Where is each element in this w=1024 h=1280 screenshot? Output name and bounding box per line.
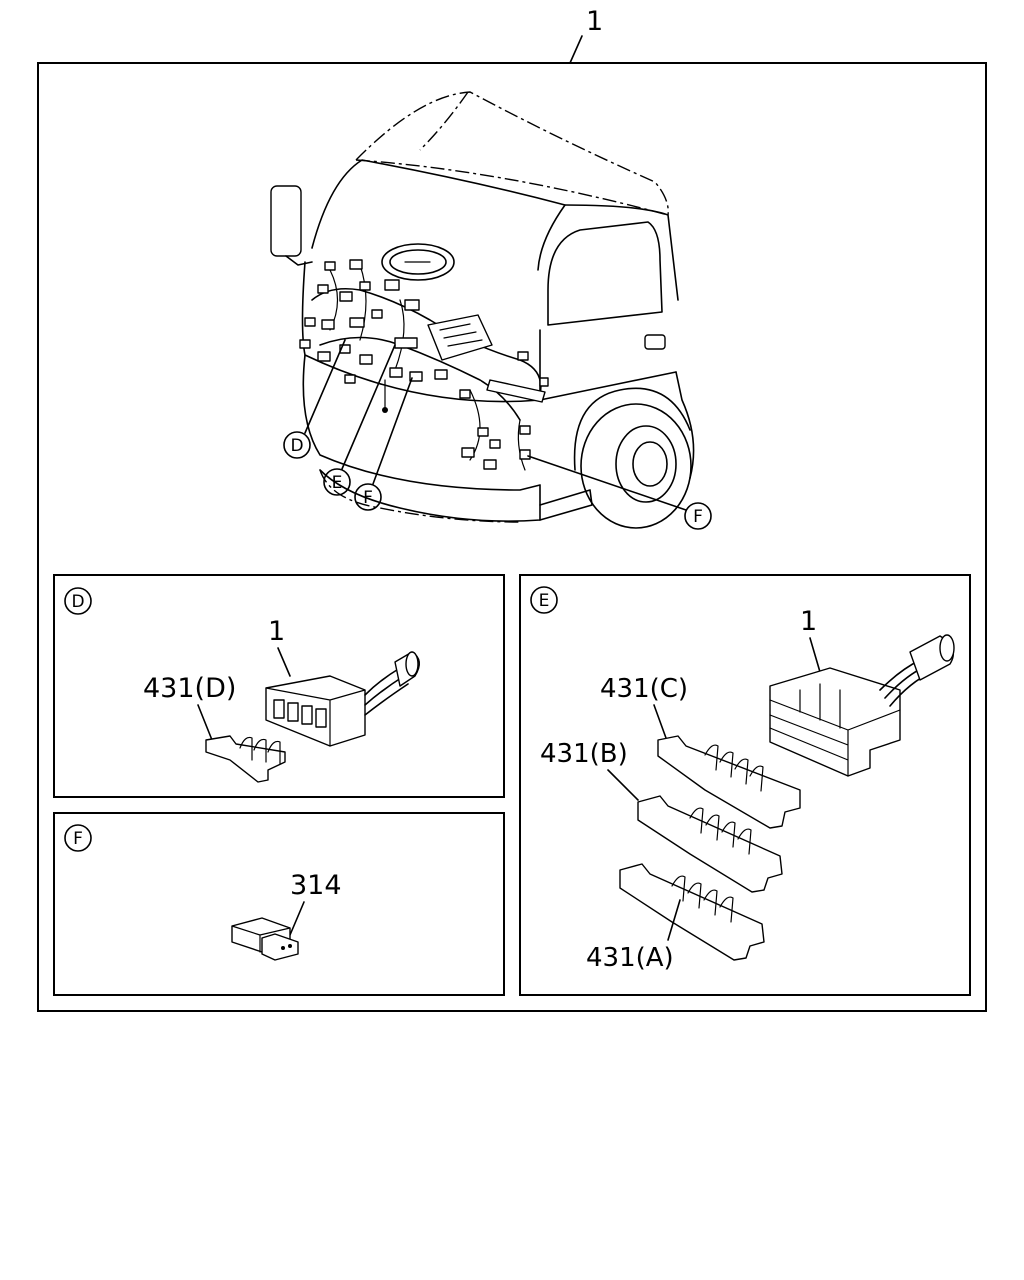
inset-d-letter: D — [71, 592, 84, 612]
inset-e-b-leader — [607, 769, 639, 801]
inset-d-frame — [53, 574, 505, 798]
inset-e-letter: E — [539, 591, 550, 611]
inset-e-part-leader — [809, 637, 821, 673]
inset-f-frame — [53, 812, 505, 996]
inset-d-part-label: 1 — [268, 616, 285, 647]
outer-frame — [37, 62, 987, 1012]
inset-d-connector-label: 431(D) — [143, 673, 236, 704]
inset-d-connector-housing — [265, 651, 420, 747]
callout-d-circle — [283, 431, 311, 459]
inset-e-circle — [530, 586, 558, 614]
inset-f-circle — [64, 824, 92, 852]
callout-d-letter: D — [290, 436, 303, 456]
inset-d-circle — [64, 587, 92, 615]
inset-d-connector-leader — [197, 704, 213, 741]
callout-f1-letter: F — [363, 488, 373, 508]
inset-f-connector-label: 314 — [290, 870, 342, 901]
callout-e-leader — [341, 344, 396, 470]
inset-e-lock-a — [619, 863, 765, 961]
truck-cab-illustration — [270, 91, 695, 529]
inset-f-connector-leader — [289, 901, 305, 936]
callout-e-circle — [323, 468, 351, 496]
inset-e-a-label: 431(A) — [586, 943, 674, 973]
inset-e-b-label: 431(B) — [540, 739, 628, 769]
callout-f2-letter: F — [693, 507, 703, 527]
main-part-label: 1 — [586, 6, 603, 37]
inset-e-c-leader — [653, 704, 667, 739]
callout-f1-leader — [372, 377, 413, 485]
main-part-leader — [569, 35, 583, 64]
inset-e-part-label: 1 — [800, 606, 817, 637]
inset-e-lock-b — [637, 795, 783, 893]
inset-d-terminal-lock — [205, 735, 286, 783]
callout-d-leader — [304, 339, 346, 434]
inset-e-frame — [519, 574, 971, 996]
inset-e-c-label: 431(C) — [600, 674, 688, 704]
callout-f2-leader — [527, 455, 687, 511]
callout-f1-circle — [354, 483, 382, 511]
callout-e-letter: E — [332, 473, 343, 493]
inset-e-a-leader — [667, 899, 681, 941]
inset-e-lock-c — [657, 735, 801, 829]
inset-f-connector — [231, 917, 299, 961]
inset-f-letter: F — [73, 829, 83, 849]
callout-f2-circle — [684, 502, 712, 530]
inset-e-connector-housing — [769, 634, 955, 777]
inset-d-part-leader — [277, 647, 291, 677]
